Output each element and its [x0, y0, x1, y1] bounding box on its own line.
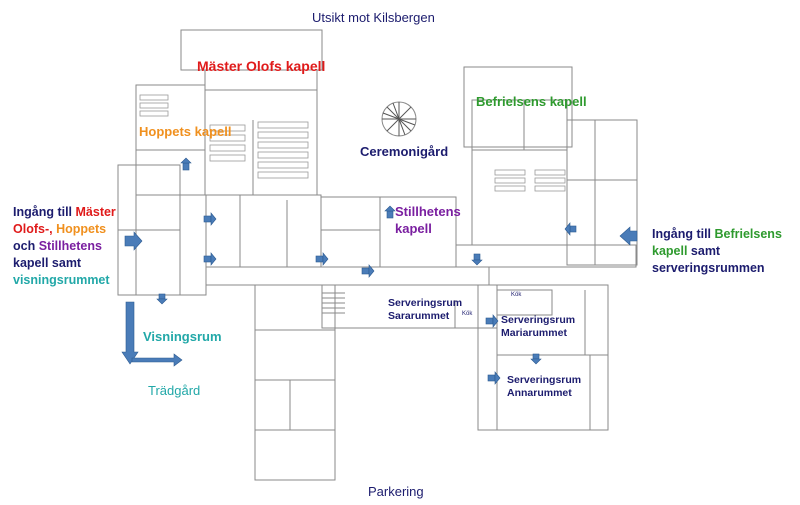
room-mariarummet-line1: Serveringsrum — [501, 314, 576, 326]
room-mariarummet-line2: Mariarummet — [501, 327, 567, 339]
north-label: Utsikt mot Kilsbergen — [312, 10, 435, 25]
arrow-west-entrance — [124, 231, 143, 251]
west-label: Trädgård — [148, 383, 201, 398]
room-ceremonigard: Ceremonigård — [360, 144, 449, 159]
room-visningsrum: Visningsrum — [143, 329, 222, 344]
room-stillhetens-line1: Stillhetens — [395, 204, 461, 219]
room-befrielsens: Befrielsens kapell — [476, 94, 587, 109]
entrance-east-text: Ingång till Befrielsens kapell samt serv… — [652, 227, 782, 275]
room-kok-2: Kök — [462, 311, 473, 317]
room-kok-1: Kök — [511, 292, 522, 298]
room-hoppets: Hoppets kapell — [139, 124, 232, 139]
room-sararummet-line2: Sararummet — [388, 310, 450, 322]
arrow-east-entrance — [619, 226, 638, 246]
tree-icon — [381, 101, 417, 137]
entrance-west-text: Ingång till Mäster Olofs-, Hoppets och S… — [13, 205, 116, 287]
room-master-olofs: Mäster Olofs kapell — [197, 58, 326, 74]
south-label: Parkering — [368, 484, 424, 499]
arrow-visningsrum — [121, 301, 139, 365]
room-annarummet-line2: Annarummet — [507, 387, 572, 399]
room-sararummet-line1: Serveringsrum — [388, 297, 463, 309]
room-annarummet-line1: Serveringsrum — [507, 374, 582, 386]
room-stillhetens-line2: kapell — [395, 221, 432, 236]
